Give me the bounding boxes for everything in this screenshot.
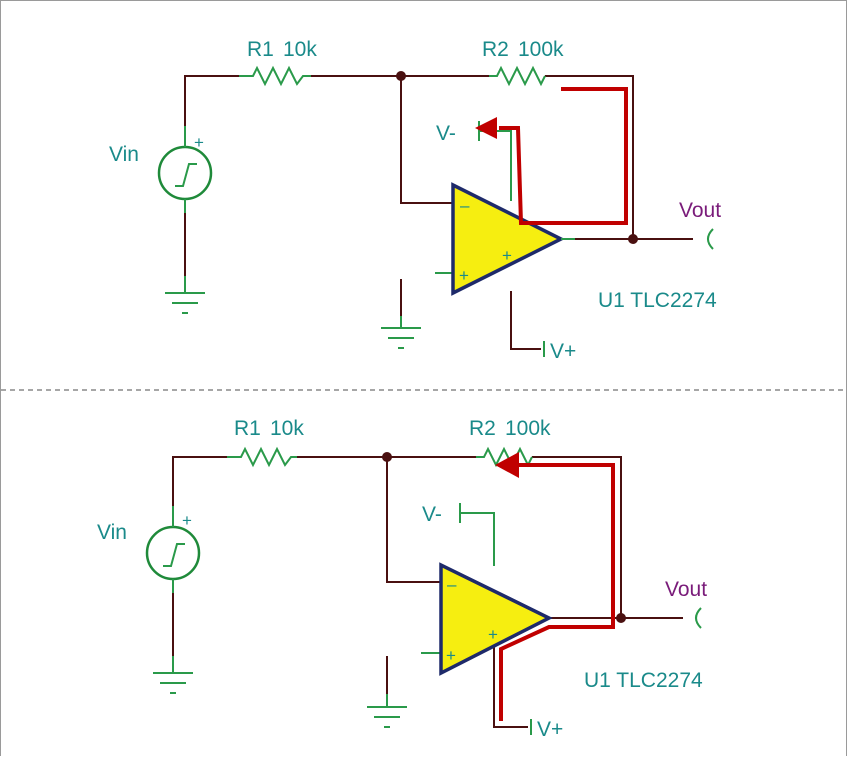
ground-source [165, 276, 205, 314]
vin-label: Vin [97, 521, 127, 544]
r2-ref: R2 [469, 417, 496, 440]
output-connector[interactable] [695, 607, 702, 629]
resistor-r2[interactable] [476, 446, 533, 468]
r2-value: 100k [518, 38, 564, 61]
wires-bottom [172, 456, 683, 728]
vout-label: Vout [665, 578, 707, 601]
ground-source [153, 656, 193, 694]
ground-noninv [381, 316, 421, 349]
opamp-label: U1 TLC2274 [584, 669, 703, 692]
opamp-supply-pin: + [502, 246, 512, 265]
circuit-bottom: R1 10k R2 100k Vin + V- Vout V+ U1 TLC22… [97, 417, 707, 741]
opamp-label: U1 TLC2274 [598, 289, 717, 312]
opamp-u1[interactable] [439, 562, 553, 676]
r2-value: 100k [505, 417, 551, 440]
junction-dot [382, 452, 392, 462]
vin-label: Vin [109, 143, 139, 166]
r1-ref: R1 [247, 38, 274, 61]
junction-dot [628, 234, 638, 244]
opamp-inv-pin: – [460, 196, 470, 215]
neg-supply-lead [478, 121, 512, 201]
r1-ref: R1 [234, 417, 261, 440]
opamp-noninv-pin: + [459, 266, 469, 285]
resistor-r1[interactable] [239, 65, 311, 87]
pos-supply-label: V+ [537, 718, 563, 741]
junction-dot [616, 613, 626, 623]
junction-dot [396, 71, 406, 81]
resistor-r1[interactable] [227, 446, 297, 468]
voltage-source-vin[interactable] [157, 126, 213, 213]
pos-supply-label: V+ [550, 340, 576, 363]
voltage-source-vin[interactable] [145, 506, 201, 593]
r1-value: 10k [283, 38, 317, 61]
vout-label: Vout [679, 199, 721, 222]
vin-plus: + [194, 133, 204, 152]
current-flow-bottom [495, 452, 615, 721]
opamp-noninv-pin: + [446, 646, 456, 665]
opamp-inv-pin: – [447, 575, 457, 594]
r2-ref: R2 [482, 38, 509, 61]
vin-plus: + [182, 511, 192, 530]
ground-noninv [367, 694, 407, 728]
output-connector[interactable] [707, 228, 714, 250]
current-flow-top [475, 87, 628, 225]
opamp-supply-pin: + [488, 625, 498, 644]
neg-supply-label: V- [422, 503, 442, 526]
resistor-r2[interactable] [489, 65, 546, 87]
opamp-u1[interactable] [451, 182, 575, 296]
neg-supply-label: V- [436, 122, 456, 145]
circuit-top: R1 10k R2 100k Vin + V- Vout V+ U1 TLC22… [109, 38, 721, 363]
neg-supply-lead [459, 503, 495, 566]
r1-value: 10k [270, 417, 304, 440]
